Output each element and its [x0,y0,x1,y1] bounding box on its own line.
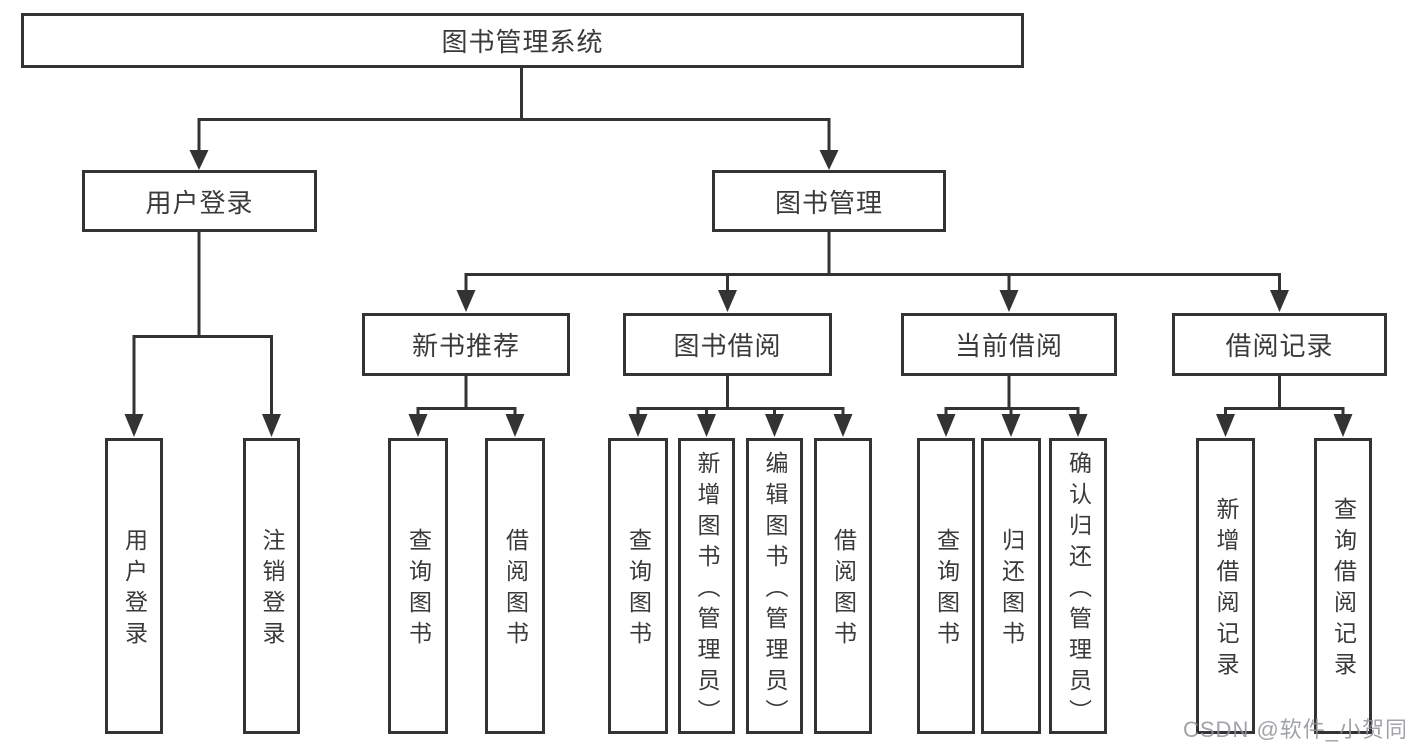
arrow-down-icon [628,414,648,437]
leaf-edit-book-admin: 编辑图书（管理员） [746,438,803,734]
leaf-borrow-query-book-label: 查询图书 [625,528,652,652]
leaf-return-book: 归还图书 [981,438,1041,734]
leaf-add-borrow-record: 新增借阅记录 [1196,438,1255,734]
connector-root-to-level2 [197,68,831,152]
node-new-book-recommend: 新书推荐 [362,313,570,376]
leaf-add-book-admin: 新增图书（管理员） [678,438,735,734]
leaf-logout: 注销登录 [243,438,300,734]
leaf-current-query-book: 查询图书 [917,438,975,734]
arrow-down-icon [189,150,209,170]
node-root-label: 图书管理系统 [441,27,604,57]
arrow-down-icon [999,290,1019,312]
leaf-new-book-query-label: 查询图书 [405,528,432,652]
arrow-down-icon [765,414,784,437]
arrow-down-icon [262,414,281,437]
arrow-down-icon [819,150,839,170]
node-user-login-label: 用户登录 [145,187,254,218]
leaf-confirm-return-admin: 确认归还（管理员） [1049,438,1107,734]
arrow-down-icon [505,414,525,437]
leaf-confirm-return-admin-label: 确认归还（管理员） [1065,450,1092,730]
arrow-down-icon [456,290,476,312]
arrow-down-icon [1333,414,1353,437]
csdn-watermark: CSDN @软件_小贺同学 [1183,717,1405,742]
leaf-query-borrow-record: 查询借阅记录 [1314,438,1372,734]
arrow-down-icon [1270,290,1289,312]
leaf-return-book-label: 归还图书 [998,528,1025,652]
node-book-borrowing: 图书借阅 [623,313,832,376]
node-borrowing-records: 借阅记录 [1172,313,1387,376]
connector-borrowing-records-to-leaves [1224,376,1345,416]
node-user-login: 用户登录 [82,170,317,232]
leaf-borrow-query-book: 查询图书 [608,438,668,734]
leaf-query-borrow-record-label: 查询借阅记录 [1330,497,1357,683]
leaf-user-login: 用户登录 [105,438,163,734]
arrow-down-icon [697,414,716,437]
leaf-new-book-query: 查询图书 [388,438,448,734]
arrow-down-icon [124,414,144,437]
leaf-user-login-label: 用户登录 [121,528,148,652]
arrow-down-icon [1001,414,1021,437]
leaf-new-book-borrow-label: 借阅图书 [502,528,529,652]
node-borrowing-records-label: 借阅记录 [1225,331,1334,361]
arrow-down-icon [936,414,956,437]
leaf-borrow-book-label: 借阅图书 [830,528,857,652]
leaf-current-query-book-label: 查询图书 [933,528,960,652]
leaf-add-book-admin-label: 新增图书（管理员） [694,450,720,730]
leaf-add-borrow-record-label: 新增借阅记录 [1213,497,1239,683]
connector-new-book-recommend-to-leaves [416,376,517,416]
leaf-new-book-borrow: 借阅图书 [485,438,545,734]
connector-user-login-to-leaves [132,232,273,416]
arrow-down-icon [718,290,737,312]
node-current-borrowing: 当前借阅 [901,313,1117,376]
leaf-borrow-book: 借阅图书 [814,438,872,734]
node-new-book-recommend-label: 新书推荐 [411,331,520,361]
connector-current-borrowing-to-leaves [944,376,1080,416]
arrow-down-icon [408,414,428,437]
arrow-down-icon [833,414,853,437]
arrow-down-icon [1068,414,1088,437]
node-root: 图书管理系统 [21,13,1024,68]
node-book-borrowing-label: 图书借阅 [673,331,782,361]
leaf-logout-label: 注销登录 [259,528,285,652]
leaf-edit-book-admin-label: 编辑图书（管理员） [762,450,788,730]
connector-book-borrowing-to-leaves [636,376,845,416]
arrow-down-icon [1216,414,1235,437]
node-current-borrowing-label: 当前借阅 [954,331,1063,361]
connector-book-management-to-level3 [464,232,1281,292]
node-book-management: 图书管理 [712,170,946,232]
node-book-management-label: 图书管理 [774,187,883,218]
